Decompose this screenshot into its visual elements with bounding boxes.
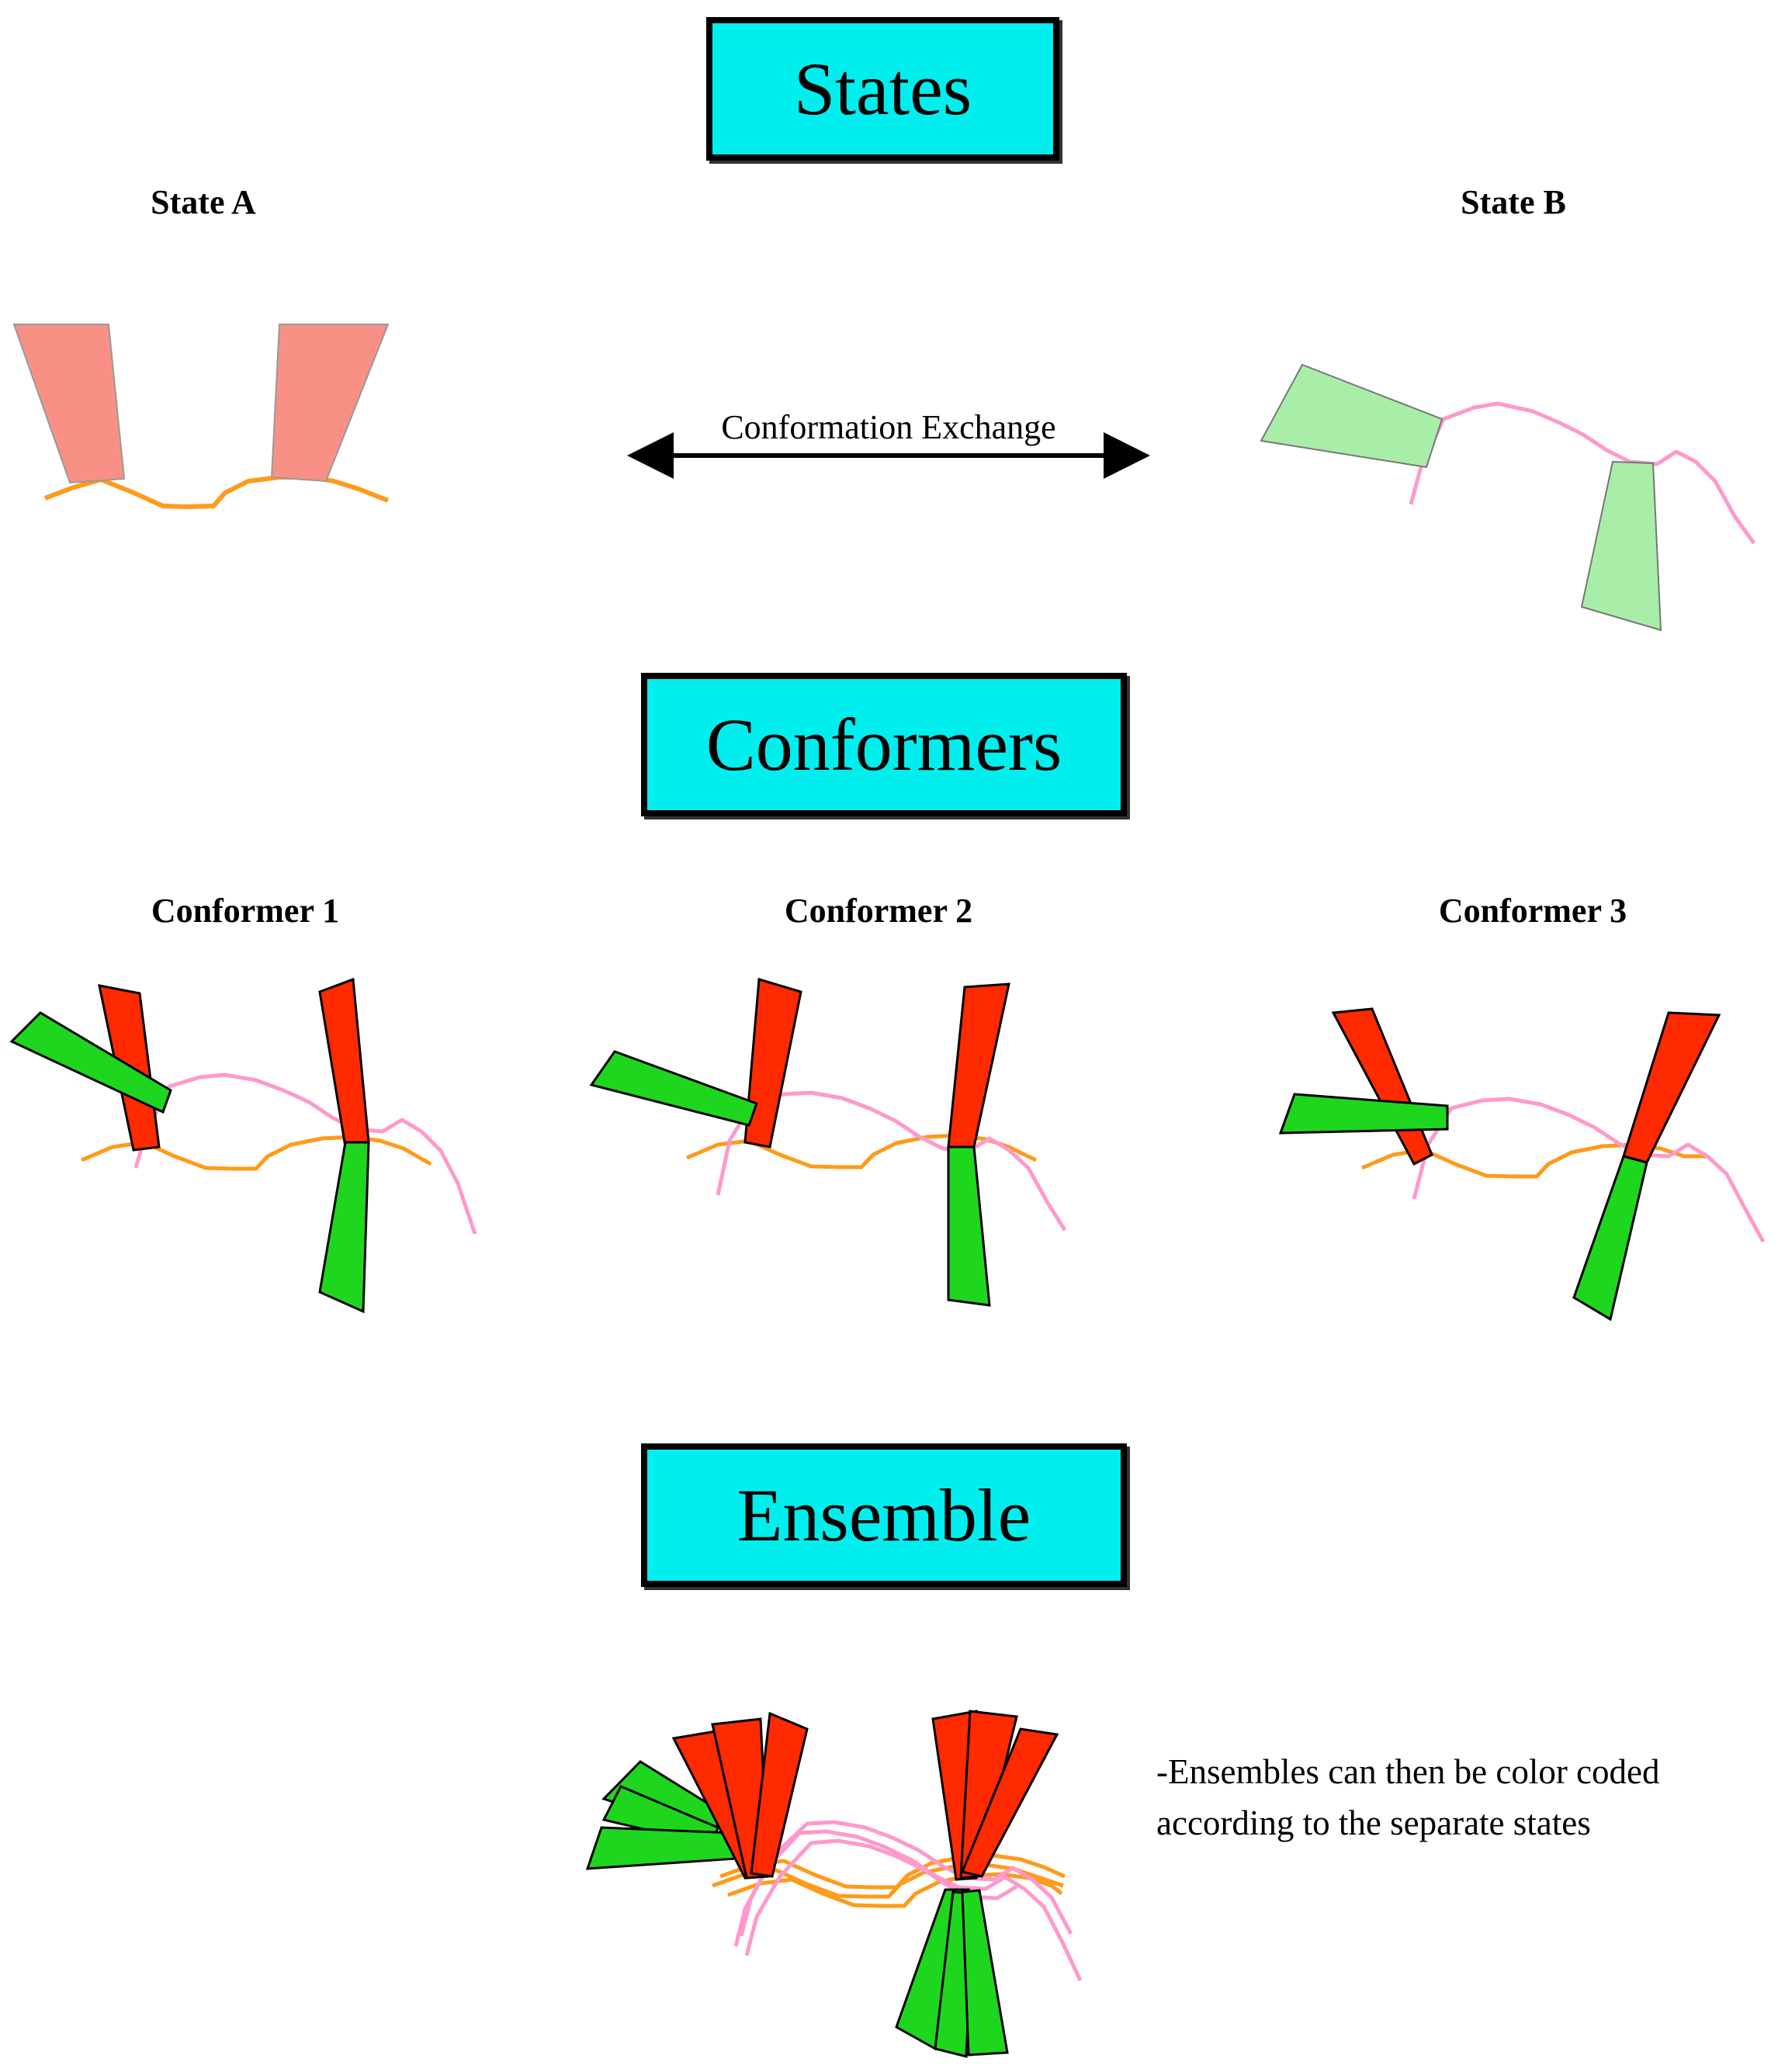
conformers-header-box: Conformers bbox=[641, 673, 1127, 816]
ensemble-header-title: Ensemble bbox=[737, 1474, 1031, 1557]
conformer-1-pink-backbone bbox=[133, 1072, 477, 1235]
conformer-3-red-blade-right bbox=[1622, 1011, 1721, 1164]
ensemble-green-blade-left-3 bbox=[585, 1826, 737, 1870]
conformer-2-green-blade-right bbox=[947, 1145, 991, 1307]
ensemble-pink-backbone-1 bbox=[733, 1829, 1083, 1982]
conformer-1-molecule bbox=[9, 977, 477, 1314]
ensemble-orange-backbone-2 bbox=[719, 1853, 1066, 1890]
conformer-3-pink-backbone bbox=[1412, 1097, 1766, 1243]
conformers-header-title: Conformers bbox=[705, 703, 1062, 786]
ensemble-note-line-2: according to the separate states bbox=[1156, 1803, 1591, 1842]
ensemble-red-blade-left-3 bbox=[750, 1711, 809, 1878]
conformer-2-molecule bbox=[589, 978, 1067, 1307]
ensemble-pink-backbone-2 bbox=[739, 1820, 1073, 1937]
state-b-label: State B bbox=[1461, 183, 1566, 221]
state-b-right-blade bbox=[1580, 460, 1662, 632]
conformer-1-green-blade-right bbox=[318, 1141, 370, 1314]
conformer-1-green-blade-left bbox=[9, 1011, 172, 1114]
states-header-title: States bbox=[793, 47, 972, 130]
conformer-3-green-blade-left bbox=[1278, 1093, 1449, 1135]
state-b-molecule bbox=[1260, 363, 1756, 632]
state-a-left-blade bbox=[12, 324, 126, 484]
state-b-backbone bbox=[1409, 401, 1756, 545]
ensemble-molecule bbox=[585, 1710, 1083, 2058]
conformer-1-red-blade-right bbox=[318, 977, 370, 1149]
ensemble-header-box: Ensemble bbox=[641, 1443, 1127, 1587]
conformer-1-label: Conformer 1 bbox=[151, 892, 340, 930]
conformer-3-red-blade-left bbox=[1331, 1007, 1433, 1166]
conformer-2-red-blade-left bbox=[743, 978, 802, 1149]
conformer-3-label: Conformer 3 bbox=[1438, 892, 1627, 930]
states-header-box: States bbox=[706, 17, 1059, 161]
state-a-backbone bbox=[43, 475, 390, 509]
ensemble-note-line-1: -Ensembles can then be color coded bbox=[1156, 1752, 1660, 1791]
conformer-2-green-blade-left bbox=[589, 1050, 758, 1127]
state-a-right-blade bbox=[270, 324, 390, 483]
state-a-molecule bbox=[12, 324, 390, 509]
state-b-left-blade bbox=[1260, 363, 1444, 469]
ensemble-note: -Ensembles can then be color coded accor… bbox=[1156, 1746, 1660, 1849]
conformer-3-green-blade-right bbox=[1572, 1155, 1648, 1322]
conformer-2-red-blade-right bbox=[947, 982, 1010, 1149]
ensemble-green-blade-right-3 bbox=[961, 1889, 1009, 2056]
conformer-3-molecule bbox=[1278, 1007, 1766, 1322]
conformer-2-label: Conformer 2 bbox=[784, 892, 973, 930]
state-a-label: State A bbox=[151, 183, 256, 221]
ensemble-orange-backbone-3 bbox=[727, 1872, 1063, 1908]
ensemble-red-blade-right-3 bbox=[960, 1727, 1059, 1878]
